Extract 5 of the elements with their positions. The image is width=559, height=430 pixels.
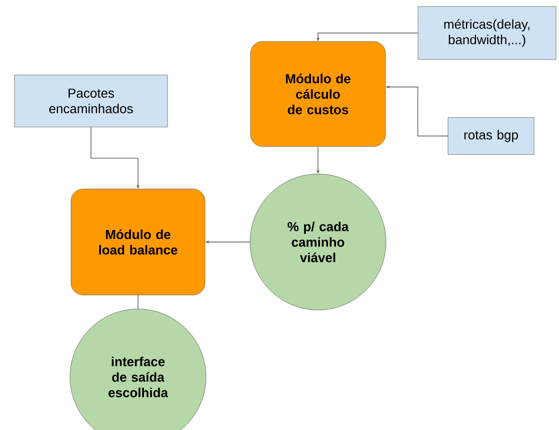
input-box: rotas bgp [448, 117, 534, 155]
module-box: Módulo de load balance [70, 188, 206, 296]
input-box: métricas(delay, bandwidth,...) [418, 6, 556, 60]
input-box: Pacotes encaminhados [14, 74, 168, 128]
module-box: Módulo de cálculo de custos [250, 41, 386, 147]
